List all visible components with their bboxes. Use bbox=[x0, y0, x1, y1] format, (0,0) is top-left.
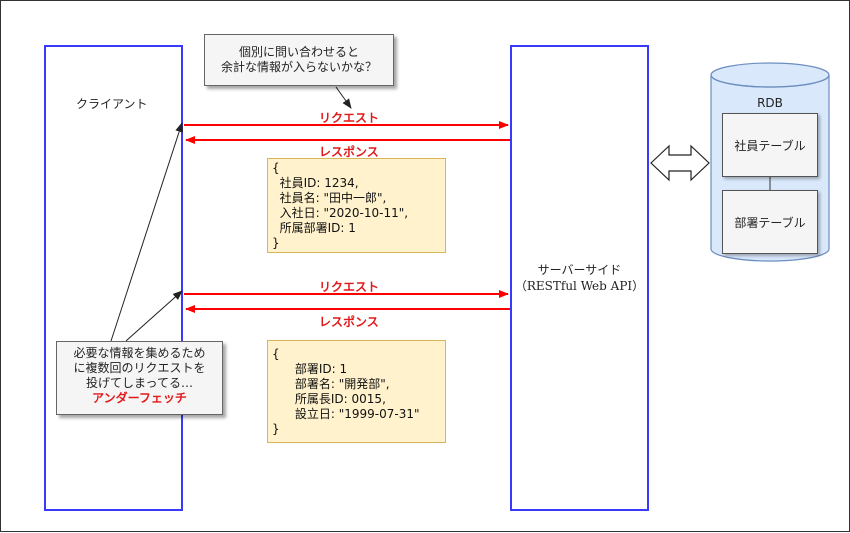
server-label-line1: サーバーサイド bbox=[537, 263, 622, 277]
server-label-line2: （RESTful Web API） bbox=[514, 279, 645, 293]
response-label-2: レスポンス bbox=[319, 315, 379, 329]
employee-table: 社員テーブル bbox=[722, 113, 818, 177]
rdb-label: RDB bbox=[757, 96, 783, 110]
request-label-2: リクエスト bbox=[319, 280, 380, 294]
response-label-1: レスポンス bbox=[319, 145, 379, 159]
request-label-1: リクエスト bbox=[319, 111, 380, 125]
bottom-callout: 必要な情報を集めるため に複数回のリクエストを 投げてしまってる… アンダーフェ… bbox=[56, 341, 223, 415]
department-json: { 部署ID: 1 部署名: "開発部", 所属長ID: 0015, 設立日: … bbox=[267, 340, 446, 443]
db-connection-arrow bbox=[650, 144, 710, 182]
bottom-callout-pointer-1 bbox=[110, 122, 184, 342]
employee-json: { 社員ID: 1234, 社員名: "田中一郎", 入社日: "2020-10… bbox=[267, 158, 446, 253]
server-column bbox=[510, 45, 649, 511]
bottom-callout-pointer-2 bbox=[125, 290, 183, 342]
client-label: クライアント bbox=[76, 97, 148, 111]
underfetch-label: アンダーフェッチ bbox=[92, 391, 187, 405]
top-callout-pointer bbox=[335, 86, 352, 109]
client-column bbox=[44, 45, 183, 511]
department-table: 部署テーブル bbox=[722, 190, 818, 254]
top-callout: 個別に問い合わせると 余計な情報が入らないかな？ bbox=[204, 34, 394, 86]
